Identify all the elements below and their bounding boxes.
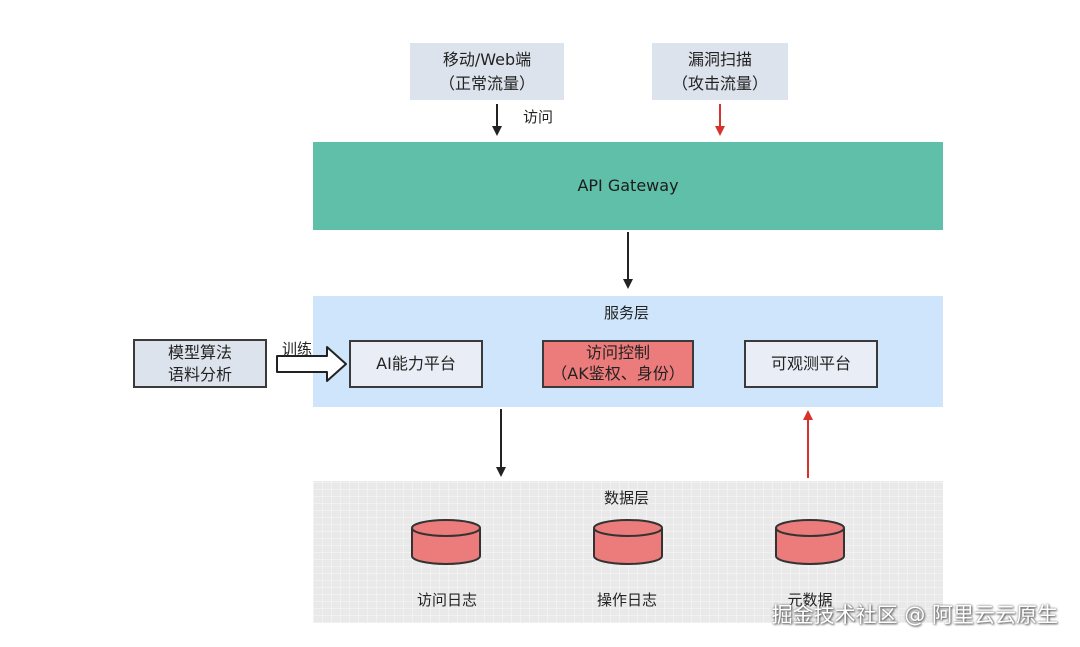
model-line1: 模型算法	[167, 342, 232, 362]
api-gateway: API Gateway	[313, 142, 943, 230]
access-control-box: 访问控制 （AK鉴权、身份）	[542, 340, 694, 388]
access-control-line1: 访问控制	[585, 343, 650, 363]
source-attack-traffic: 漏洞扫描 （攻击流量）	[652, 43, 788, 100]
source-attack-line2: （攻击流量）	[671, 73, 768, 93]
model-line2: 语料分析	[167, 364, 232, 384]
db-label-operation-log: 操作日志	[596, 591, 658, 609]
model-corpus-box: 模型算法 语料分析	[133, 339, 267, 388]
database-cylinder-icon	[593, 519, 663, 565]
source-normal-traffic: 移动/Web端 （正常流量）	[410, 43, 564, 100]
source-normal-line2: （正常流量）	[438, 73, 535, 93]
access-control-line2: （AK鉴权、身份）	[551, 364, 685, 383]
database-cylinder-icon	[775, 519, 845, 565]
source-normal-line1: 移动/Web端	[442, 50, 532, 70]
hollow-arrow-icon	[276, 346, 347, 382]
ai-platform-box: AI能力平台	[349, 340, 483, 388]
train-label: 训练	[282, 340, 313, 358]
service-layer-title: 服务层	[604, 304, 650, 322]
api-gateway-label: API Gateway	[577, 176, 679, 196]
db-label-metadata: 元数据	[787, 591, 833, 609]
ai-platform-label: AI能力平台	[376, 354, 456, 374]
db-label-access-log: 访问日志	[416, 591, 478, 609]
observability-label: 可观测平台	[770, 354, 851, 374]
data-layer-title: 数据层	[604, 489, 650, 507]
database-cylinder-icon	[411, 519, 481, 565]
observability-box: 可观测平台	[744, 340, 878, 388]
source-attack-line1: 漏洞扫描	[687, 50, 752, 70]
watermark: 掘金技术社区 @ 阿里云云原生	[771, 603, 1058, 627]
access-label: 访问	[523, 108, 554, 126]
